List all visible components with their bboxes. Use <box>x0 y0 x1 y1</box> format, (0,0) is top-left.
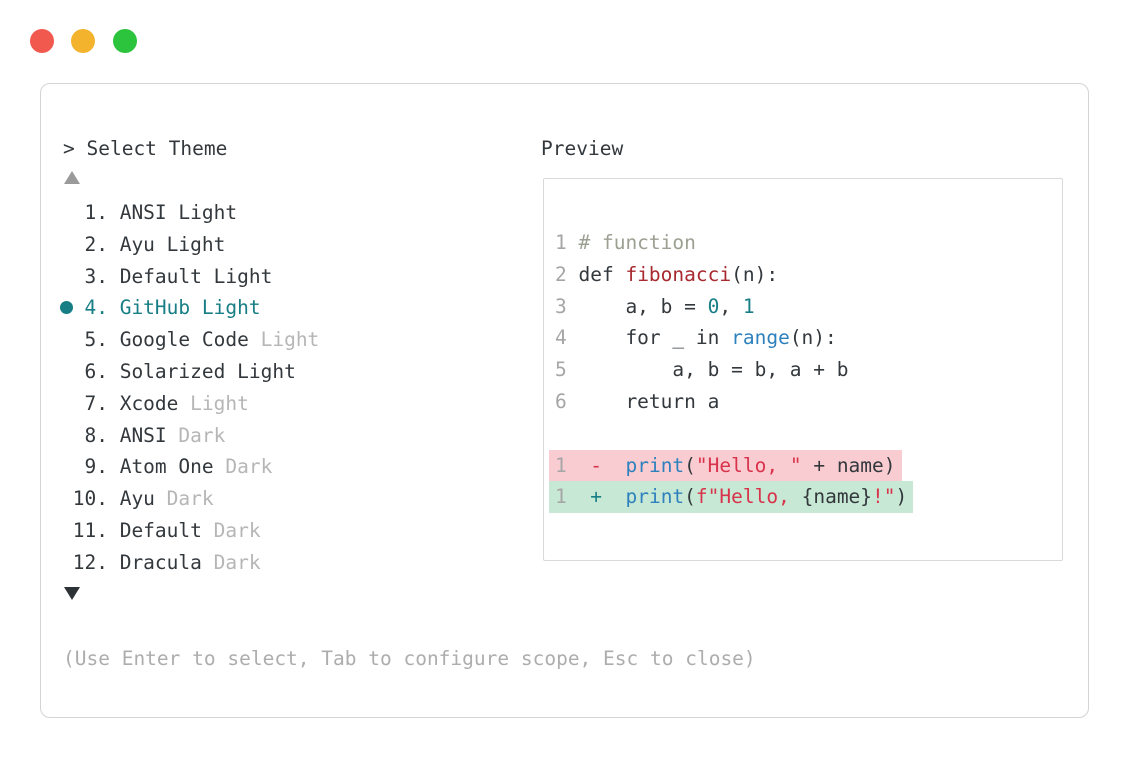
diff-line-removed: 1 - print("Hello, " + name) <box>549 449 913 482</box>
code-line: 2 def fibonacci(n): <box>555 262 779 286</box>
theme-option-ayu-dark[interactable]: 10. Ayu Dark <box>61 487 214 511</box>
code-line: 5 a, b = b, a + b <box>555 358 849 382</box>
theme-option-ansi-light[interactable]: 1. ANSI Light <box>61 201 238 224</box>
window-zoom-button[interactable] <box>113 29 137 53</box>
code-line: 6 return a <box>555 389 720 413</box>
theme-option-default-light[interactable]: 3. Default Light <box>61 264 273 288</box>
window-minimize-button[interactable] <box>71 29 95 53</box>
keyboard-hint: (Use Enter to select, Tab to configure s… <box>63 647 756 670</box>
preview-title: Preview <box>541 137 624 160</box>
theme-option-dracula-dark[interactable]: 12. Dracula Dark <box>61 550 261 574</box>
code-preview: 1 # function 2 def fibonacci(n): 3 a, b … <box>549 227 914 514</box>
theme-option-github-light-selected[interactable]: 4. GitHub Light <box>60 296 261 320</box>
selected-bullet-icon <box>60 301 73 315</box>
theme-option-atom-one-dark[interactable]: 9. Atom One Dark <box>61 455 273 479</box>
code-line: 4 for _ in range(n): <box>555 326 837 350</box>
theme-option-solarized-light[interactable]: 6. Solarized Light <box>61 359 296 383</box>
code-line: 1 # function <box>555 231 696 254</box>
diff-line-added: 1 + print(f"Hello, {name}!") <box>549 481 914 514</box>
theme-option-ayu-light[interactable]: 2. Ayu Light <box>61 232 226 256</box>
scroll-up-icon <box>64 171 80 184</box>
code-blank-line <box>555 418 913 450</box>
theme-option-ansi-dark[interactable]: 8. ANSI Dark <box>61 423 226 447</box>
theme-option-default-dark[interactable]: 11. Default Dark <box>61 518 261 542</box>
preview-panel: 1 # function 2 def fibonacci(n): 3 a, b … <box>543 178 1063 561</box>
theme-picker-window: > Select Theme Preview 1. ANSI Light 2. … <box>40 83 1089 718</box>
window-close-button[interactable] <box>30 29 54 53</box>
theme-option-xcode-light[interactable]: 7. Xcode Light <box>61 391 249 415</box>
theme-list: 1. ANSI Light 2. Ayu Light 3. Default Li… <box>60 197 320 579</box>
picker-title: > Select Theme <box>63 137 228 160</box>
code-line: 3 a, b = 0, 1 <box>555 294 755 318</box>
theme-option-google-code-light[interactable]: 5. Google Code Light <box>61 328 320 352</box>
scroll-down-icon <box>64 587 80 600</box>
